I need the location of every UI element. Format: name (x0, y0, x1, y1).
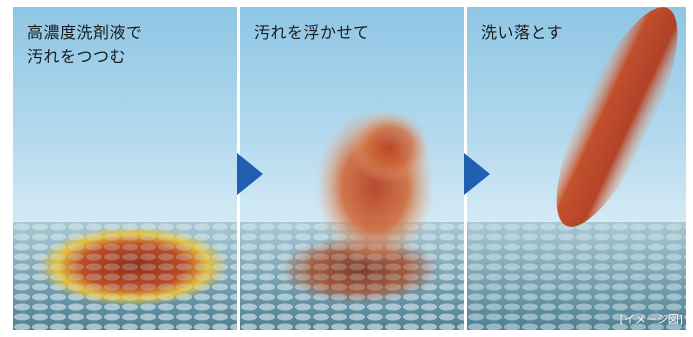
step-caption: 洗い落とす (481, 23, 564, 42)
step-panel-2: 汚れを浮かせて (240, 7, 464, 330)
step-caption: 高濃度洗剤液で 汚れをつつむ (27, 23, 143, 66)
image-note-label: [イメージ図] (619, 313, 683, 326)
next-step-arrow-icon (237, 153, 263, 195)
fabric-surface (467, 222, 686, 330)
step-caption: 汚れを浮かせて (254, 23, 370, 42)
dirt-stream (556, 7, 678, 227)
next-step-arrow-icon (464, 153, 490, 195)
step-panel-3: 洗い落とす (467, 7, 686, 330)
dirt-cloud (315, 109, 435, 265)
step-panel-1: 高濃度洗剤液で 汚れをつつむ (13, 7, 237, 330)
fabric-surface (13, 222, 237, 330)
